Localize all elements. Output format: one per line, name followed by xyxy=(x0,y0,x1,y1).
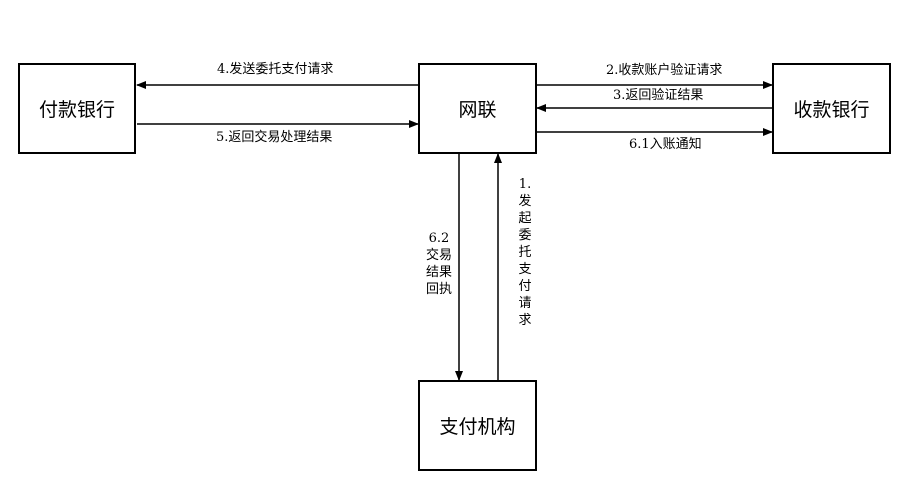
label-step1: 1.发起委托支付请求 xyxy=(518,177,532,328)
label-step6-1: 6.1入账通知 xyxy=(629,137,702,152)
payee-bank-node: 收款银行 xyxy=(772,63,891,154)
payer-bank-node: 付款银行 xyxy=(18,63,136,154)
label-step2: 2.收款账户验证请求 xyxy=(606,63,723,78)
label-step5: 5.返回交易处理结果 xyxy=(216,130,333,145)
label-step3: 3.返回验证结果 xyxy=(613,88,704,103)
unionpay-node: 网联 xyxy=(418,63,537,154)
label-step4: 4.发送委托支付请求 xyxy=(217,62,334,77)
payment-institution-node: 支付机构 xyxy=(418,380,537,471)
